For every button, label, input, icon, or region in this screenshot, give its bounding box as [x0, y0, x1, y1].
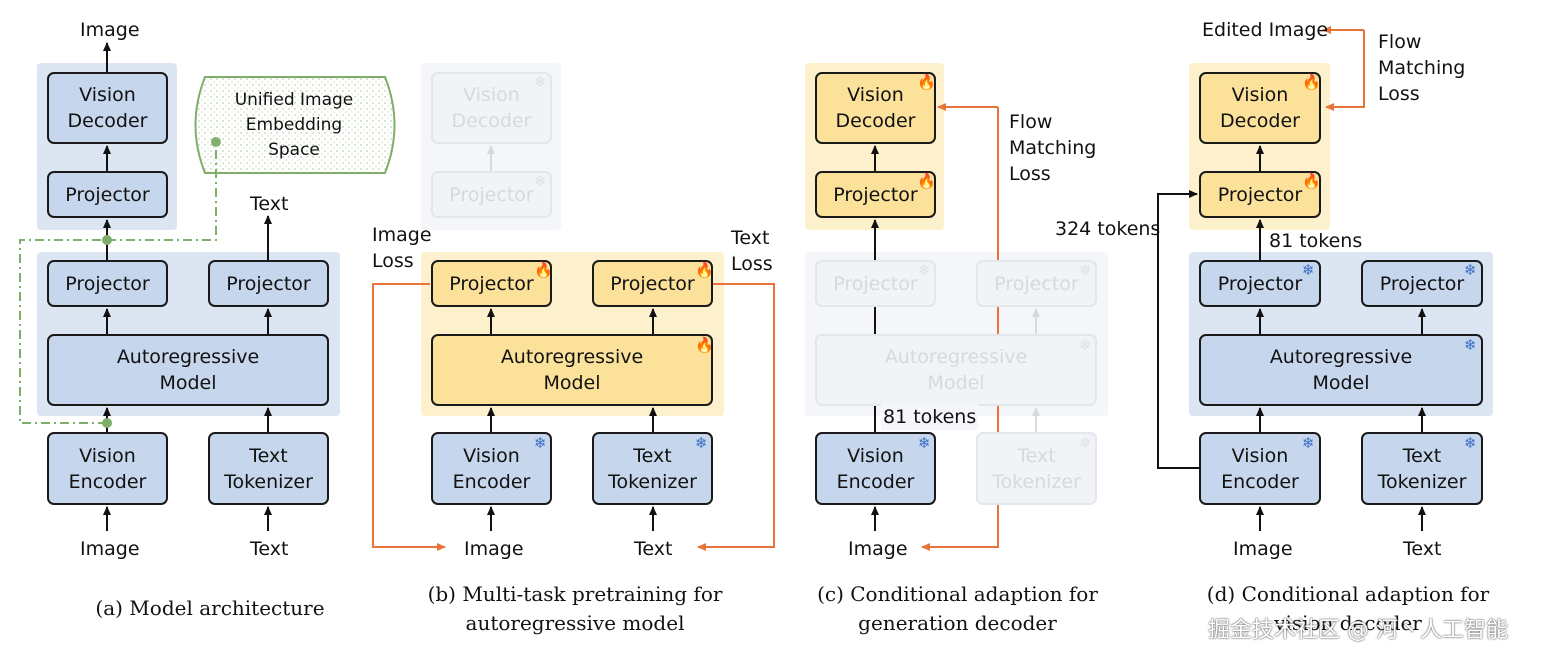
panel-a-projector-left: Projector — [47, 260, 168, 307]
panel-d-vision-decoder: Vision Decoder — [1199, 72, 1321, 144]
panel-d-caption: (d) Conditional adaption for vision deco… — [1206, 582, 1490, 635]
panel-a-input-image: Image — [80, 538, 140, 560]
panel-c-flow-matching-loss: Flow Matching Loss — [1009, 111, 1097, 185]
panel-b-text-loss: Text Loss — [731, 227, 773, 275]
panel-c-caption: (c) Conditional adaption for generation … — [817, 582, 1098, 635]
snowflake-icon: ❄ — [1464, 434, 1477, 452]
panel-d-projector-right: Projector — [1361, 260, 1483, 307]
panel-c-tokens-label: 81 tokens — [881, 404, 979, 430]
panel-b-autoregressive-model: Autoregressive Model — [431, 334, 713, 406]
panel-a-autoregressive-model: Autoregressive Model — [47, 334, 329, 406]
panel-a-text-tokenizer: Text Tokenizer — [208, 432, 329, 505]
snowflake-icon: ❄ — [918, 261, 931, 279]
snowflake-icon: ❄ — [1079, 336, 1092, 354]
fire-icon: 🔥 — [917, 73, 936, 91]
panel-b-text-tokenizer: Text Tokenizer — [592, 432, 713, 505]
panel-b-projector-left: Projector — [431, 260, 552, 307]
panel-c-projector-right: Projector — [976, 260, 1097, 307]
panel-c-text-tokenizer: Text Tokenizer — [976, 432, 1097, 505]
panel-b-vision-encoder: Vision Encoder — [431, 432, 552, 505]
panel-d-edited-image: Edited Image — [1202, 19, 1329, 41]
panel-c-vision-encoder: Vision Encoder — [815, 432, 936, 505]
panel-d-projector-top: Projector — [1199, 171, 1321, 218]
panel-d-text-tokenizer: Text Tokenizer — [1361, 432, 1483, 505]
panel-c-projector-top: Projector — [815, 171, 936, 218]
panel-a-embedding-space-label: Unified Image Embedding Space — [234, 90, 354, 160]
panel-c-projector-left: Projector — [815, 260, 936, 307]
panel-b-projector-top: Projector — [431, 171, 552, 218]
panel-a-input-text: Text — [250, 538, 289, 560]
panel-d-tokens-324-label: 324 tokens — [1055, 218, 1161, 240]
panel-d-input-text: Text — [1403, 538, 1442, 560]
fire-icon: 🔥 — [695, 261, 714, 279]
snowflake-icon: ❄ — [1079, 261, 1092, 279]
snowflake-icon: ❄ — [1464, 336, 1477, 354]
fire-icon: 🔥 — [1302, 172, 1321, 190]
panel-b-caption: (b) Multi-task pretraining for autoregre… — [427, 582, 723, 635]
panel-d-projector-left: Projector — [1199, 260, 1321, 307]
snowflake-icon: ❄ — [534, 73, 547, 91]
fire-icon: 🔥 — [534, 261, 553, 279]
panel-a-vision-encoder: Vision Encoder — [47, 432, 168, 505]
snowflake-icon: ❄ — [918, 434, 931, 452]
panel-d-input-image: Image — [1233, 538, 1293, 560]
panel-b-projector-right: Projector — [592, 260, 713, 307]
snowflake-icon: ❄ — [1079, 434, 1092, 452]
watermark: 掘金技术社区 @ 河丶人工智能 — [1208, 618, 1508, 643]
fire-icon: 🔥 — [1302, 73, 1321, 91]
panel-b-input-text: Text — [634, 538, 673, 560]
panel-d-vision-encoder: Vision Encoder — [1199, 432, 1321, 505]
panel-a-projector-top: Projector — [47, 171, 168, 218]
snowflake-icon: ❄ — [695, 434, 708, 452]
fire-icon: 🔥 — [695, 336, 714, 354]
panel-b-vision-decoder: Vision Decoder — [431, 72, 552, 144]
panel-d-autoregressive-model: Autoregressive Model — [1199, 334, 1483, 406]
snowflake-icon: ❄ — [534, 172, 547, 190]
panel-c-vision-decoder: Vision Decoder — [815, 72, 936, 144]
panel-a-text-output: Text — [250, 193, 289, 215]
panel-b-input-image: Image — [464, 538, 524, 560]
panel-a-output-image: Image — [80, 19, 140, 41]
panel-c-input-image: Image — [848, 538, 908, 560]
fire-icon: 🔥 — [917, 172, 936, 190]
panel-a-caption: (a) Model architecture — [95, 596, 325, 620]
panel-c-autoregressive-model: Autoregressive Model — [815, 334, 1097, 406]
panel-b-image-loss: Image Loss — [372, 224, 432, 272]
panel-a-vision-decoder: Vision Decoder — [47, 72, 168, 144]
snowflake-icon: ❄ — [1302, 434, 1315, 452]
snowflake-icon: ❄ — [1464, 261, 1477, 279]
snowflake-icon: ❄ — [534, 434, 547, 452]
panel-d-flow-matching-loss: Flow Matching Loss — [1378, 31, 1466, 105]
panel-a-projector-right: Projector — [208, 260, 329, 307]
panel-d-tokens-81-label: 81 tokens — [1269, 230, 1363, 252]
snowflake-icon: ❄ — [1302, 261, 1315, 279]
